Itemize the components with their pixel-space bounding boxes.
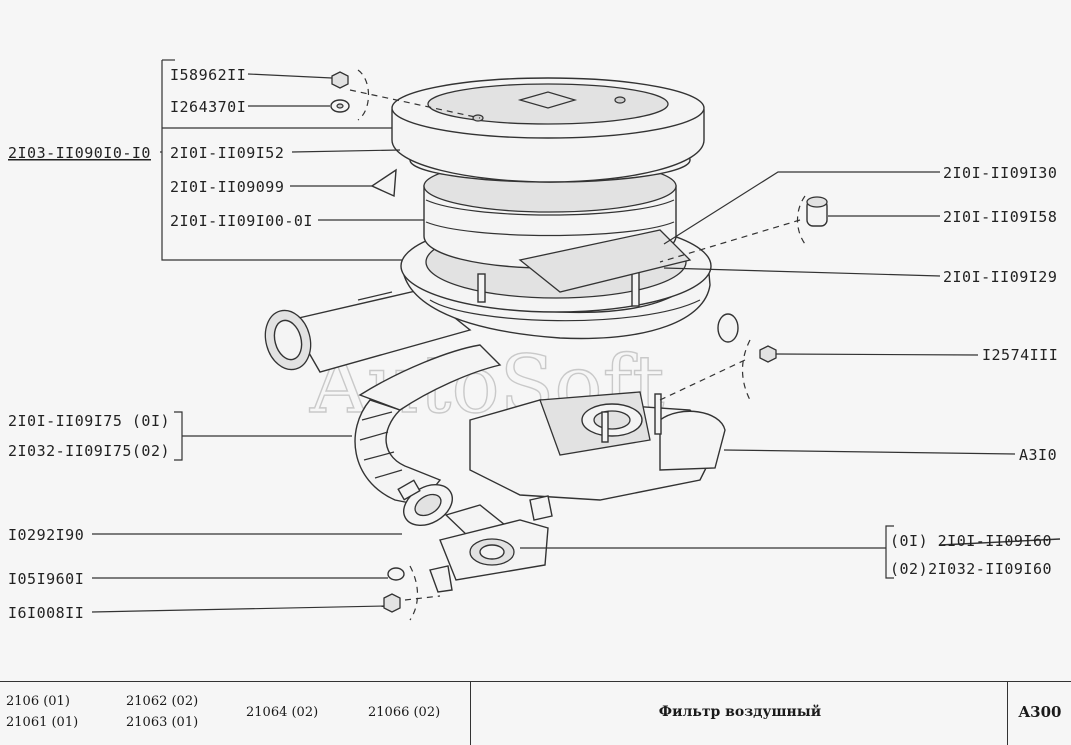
divider	[470, 682, 471, 745]
model-21061: 21061 (01)	[6, 715, 79, 730]
divider	[1007, 682, 1008, 745]
washer-I05I960I	[387, 567, 405, 581]
breather-pipe	[429, 495, 553, 593]
label-I6I008II: I6I008II	[8, 604, 84, 622]
model-21063: 21063 (01)	[126, 715, 199, 730]
carburetor	[469, 313, 739, 501]
label-2I0I-II09I52: 2I0I-II09I52	[170, 144, 284, 162]
mounting-bracket	[518, 229, 692, 293]
model-2106: 2106 (01)	[6, 694, 70, 709]
page-code: A300	[1018, 703, 1062, 721]
label-I05I960I: I05I960I	[8, 570, 84, 588]
air-filter-drawing	[264, 71, 828, 613]
label-I58962II: I58962II	[170, 66, 246, 84]
filter-cover	[391, 77, 705, 183]
model-21062: 21062 (02)	[126, 694, 199, 709]
parts-diagram: AutoSoft	[8, 59, 1061, 622]
label-assembly: 2I03-II090I0-I0	[8, 144, 151, 162]
leader-lines	[91, 59, 1061, 613]
label-2I032-II09I75: 2I032-II09I75(02)	[8, 442, 170, 460]
title-block: 2106 (01) 21061 (01) 21062 (02) 21063 (0…	[0, 681, 1071, 745]
label-A3I0: A3I0	[1019, 446, 1057, 464]
label-2I0I-II09099: 2I0I-II09099	[170, 178, 284, 196]
clip-2I0I-II09099	[370, 168, 397, 198]
label-2I0I-II09I60: (0I) 2I0I-II09I60	[890, 532, 1052, 550]
label-I0292I90: I0292I90	[8, 526, 84, 544]
label-2I0I-II09I29: 2I0I-II09I29	[943, 268, 1057, 286]
intake-snorkel	[264, 289, 472, 373]
part-labels: 2I03-II090I0-I0 I58962II I264370I 2I0I-I…	[8, 66, 1058, 622]
hose-clamp	[397, 479, 453, 526]
nut-I58962II	[331, 71, 349, 89]
model-21066: 21066 (02)	[368, 705, 441, 720]
nut-I6I008II	[383, 593, 401, 613]
page-title: Фильтр воздушный	[658, 704, 822, 720]
model-21064: 21064 (02)	[246, 705, 319, 720]
nut-I2574III	[759, 345, 777, 363]
label-I2574III: I2574III	[982, 346, 1058, 364]
label-2I0I-II09I75: 2I0I-II09I75 (0I)	[8, 412, 170, 430]
label-2I0I-II09I00-0I: 2I0I-II09I00-0I	[170, 212, 313, 230]
label-2I0I-II09I30: 2I0I-II09I30	[943, 164, 1057, 182]
label-I264370I: I264370I	[170, 98, 246, 116]
label-2I0I-II09I58: 2I0I-II09I58	[943, 208, 1057, 226]
label-2I032-II09I60: (02)2I032-II09I60	[890, 560, 1052, 578]
assembly-lines	[349, 69, 806, 621]
